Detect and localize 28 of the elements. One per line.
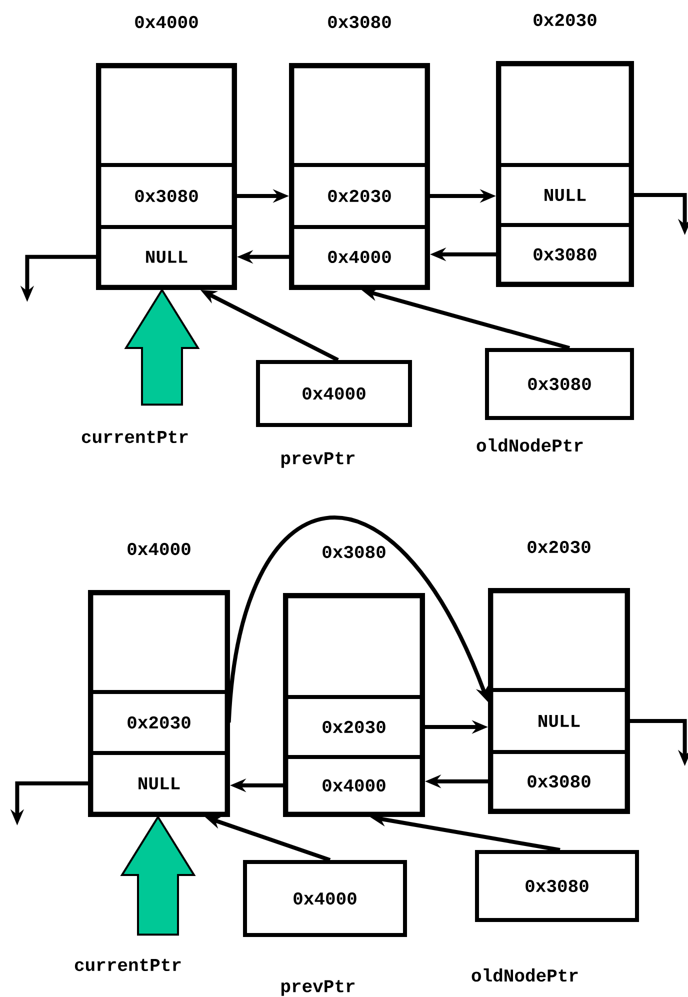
field-cell: 0x4000 (290, 225, 429, 289)
node-label: 0x3080 (328, 16, 391, 28)
field-cell: NULL (97, 225, 236, 289)
field-cell: 0x2030 (290, 163, 429, 229)
node-label: 0x3080 (322, 546, 386, 558)
pointer-name: oldNodePtr (472, 968, 578, 982)
node-label: 0x2030 (528, 540, 590, 554)
pointer-box: 0x4000 (256, 360, 412, 427)
pointer-box: 0x4000 (243, 860, 407, 937)
field-cell: NULL (497, 163, 633, 227)
node-label: 0x4000 (135, 16, 198, 28)
pointer-name: currentPtr (82, 430, 188, 444)
pointer-name: currentPtr (74, 958, 181, 972)
pointer-box: 0x3080 (485, 348, 634, 420)
pointer-box: 0x3080 (475, 850, 639, 922)
field-cell: 0x2030 (89, 690, 229, 755)
pointer-name: oldNodePtr (476, 438, 583, 452)
field-cell: 0x2030 (284, 695, 424, 759)
node-label: 0x4000 (128, 542, 190, 556)
field-cell: 0x4000 (284, 755, 424, 816)
pointer-name: prevPtr (281, 452, 354, 468)
field-cell: 0x3080 (97, 163, 236, 229)
field-cell: 0x3080 (497, 223, 633, 286)
field-cell: 0x3080 (489, 750, 629, 813)
pointer-name: prevPtr (281, 980, 354, 996)
node-label: 0x2030 (534, 14, 596, 26)
field-cell: NULL (89, 751, 229, 816)
field-cell: NULL (489, 688, 629, 754)
